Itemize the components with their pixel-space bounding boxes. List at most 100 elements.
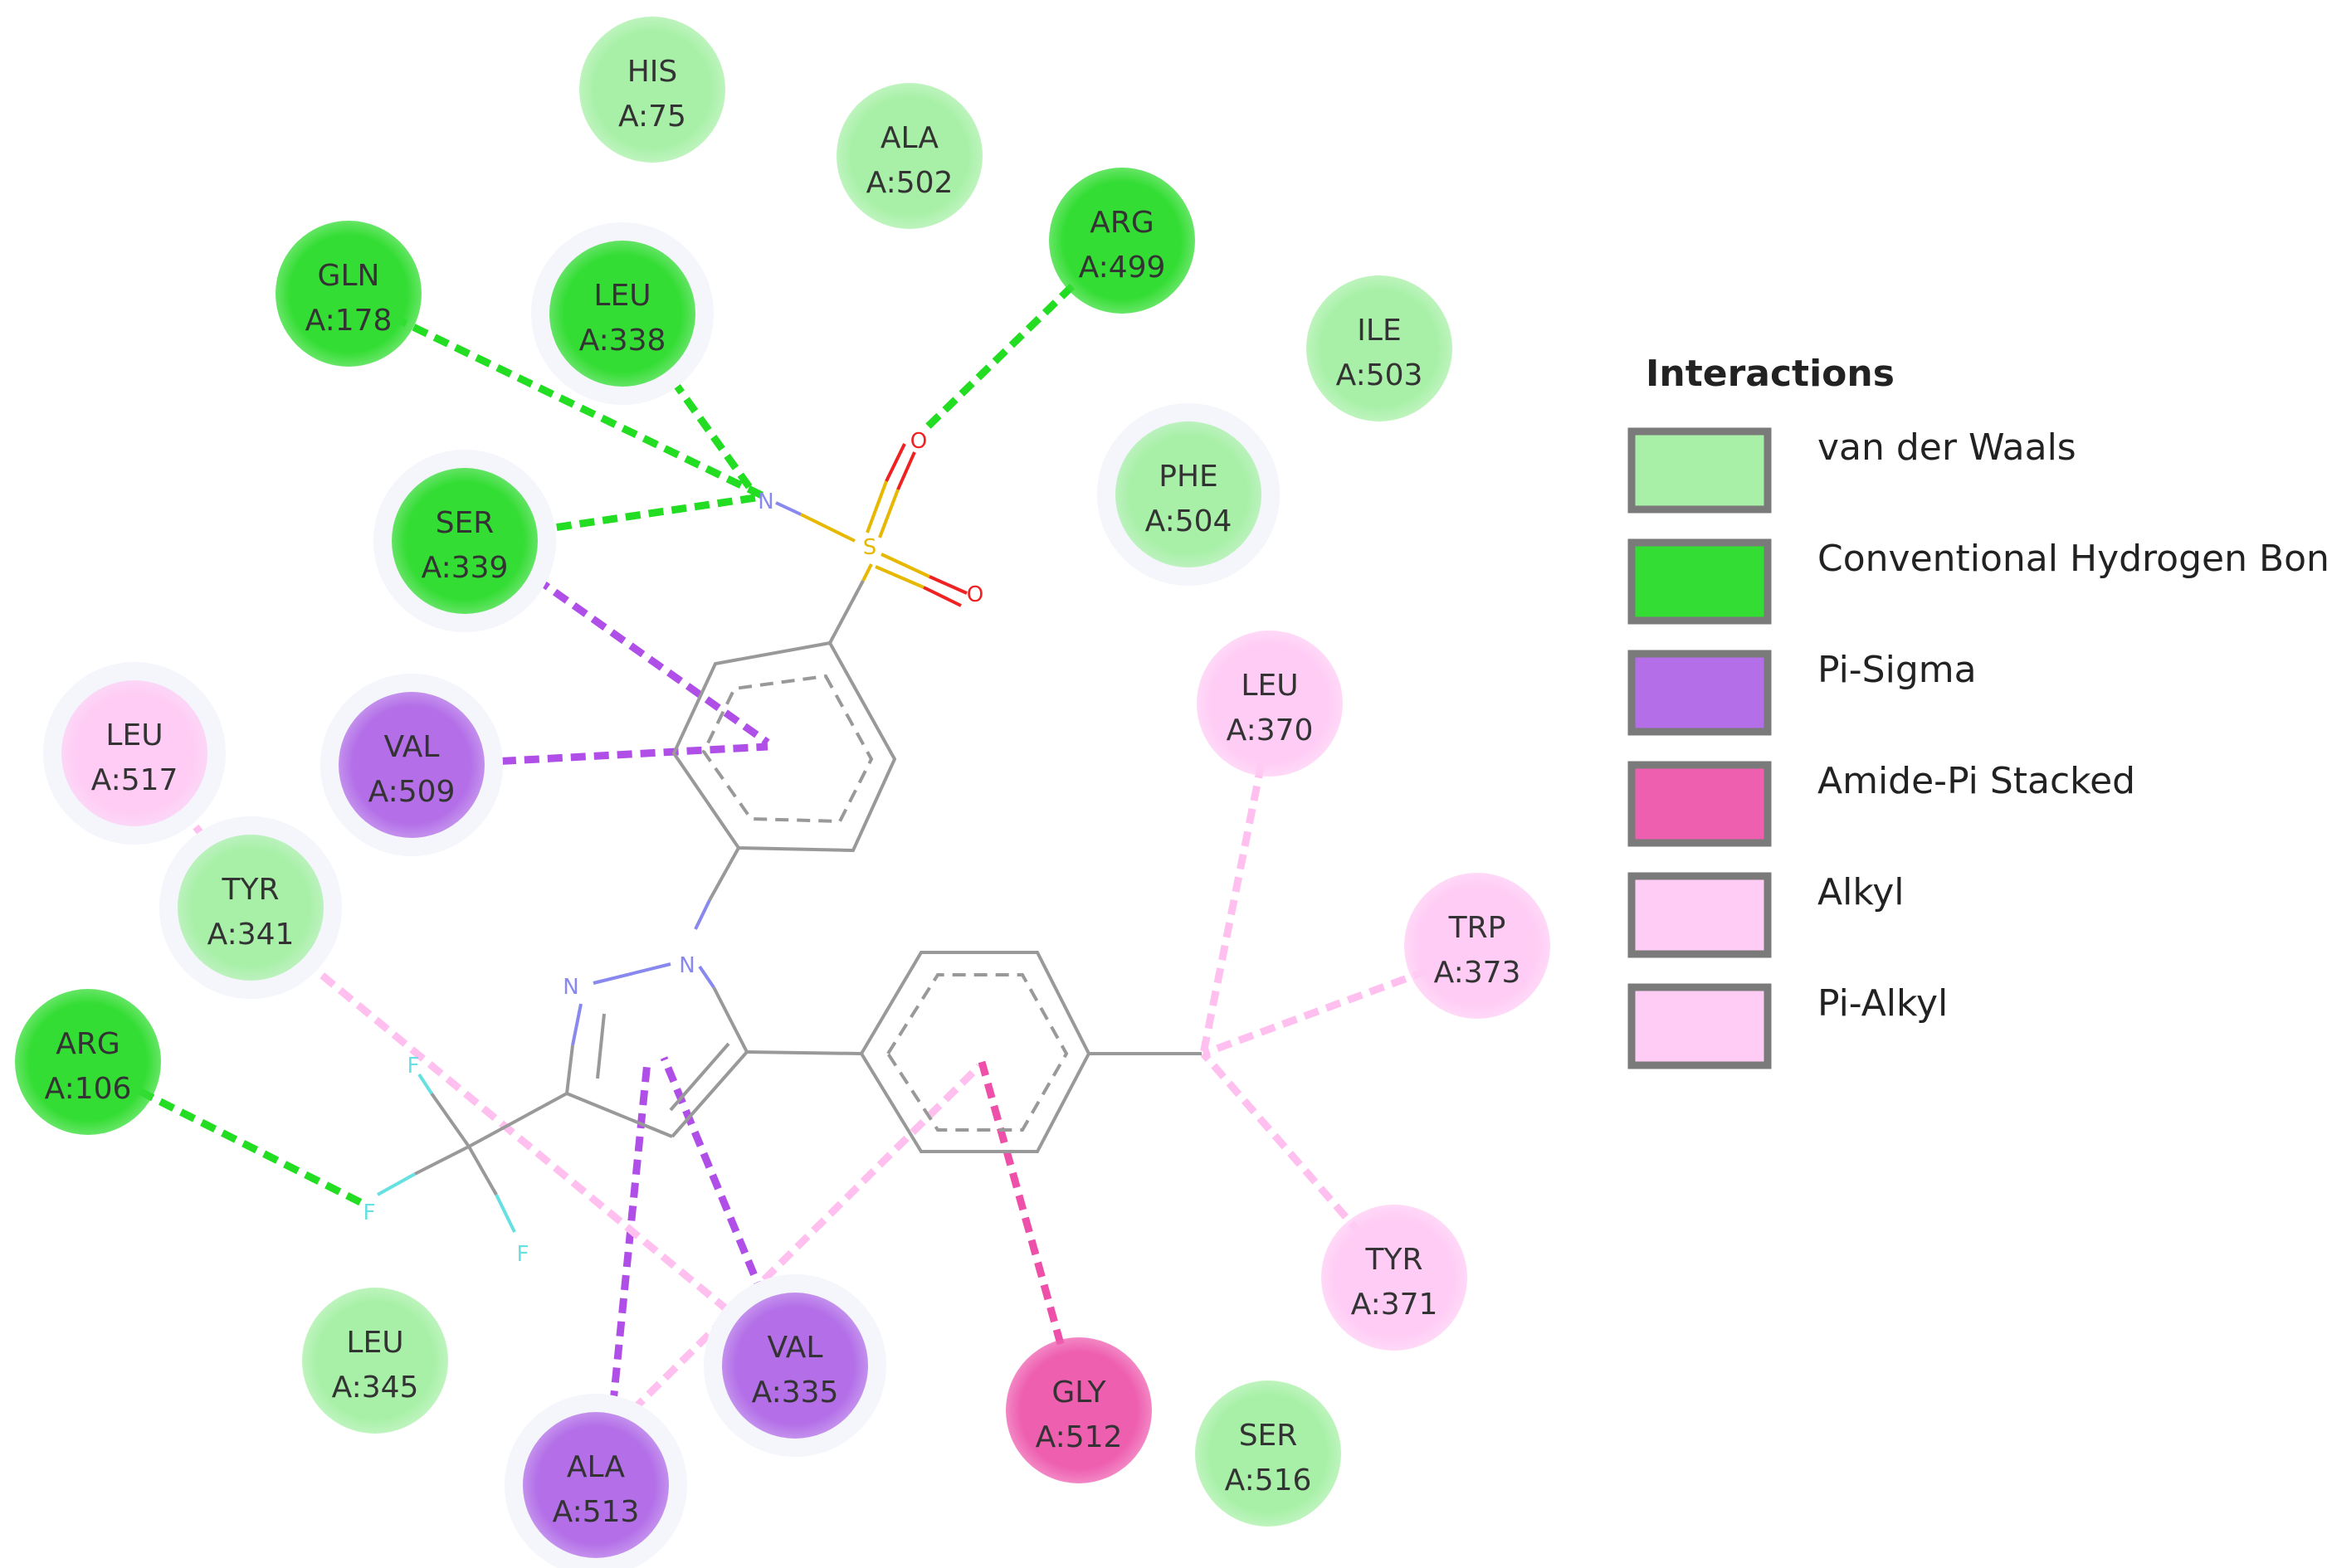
- residue-chain: A:513: [553, 1495, 640, 1529]
- residue-name: ALA: [567, 1450, 626, 1484]
- bond-s-o2-c: [875, 565, 924, 589]
- residue-chain: A:509: [368, 775, 456, 809]
- residue-val509: VAL A:509: [320, 674, 503, 856]
- atom-label-s: S: [863, 535, 877, 560]
- bond-pyrazole-ring: [746, 1050, 862, 1055]
- residue-chain: A:503: [1336, 358, 1423, 392]
- bond-s-o1-b: [885, 443, 906, 482]
- bond-c5-n1-blue: [698, 965, 715, 989]
- residue-chain: A:504: [1145, 504, 1232, 538]
- residue-leu370: LEU A:370: [1197, 631, 1343, 777]
- ligand-structure: [377, 443, 1202, 1233]
- legend-item-pi-sigma: Pi-Sigma: [1627, 649, 1977, 736]
- lower-benzene-aromatic: [885, 973, 1069, 1132]
- interaction-line-pisigma-val335: [660, 1056, 776, 1319]
- legend-label: Pi-Sigma: [1817, 649, 1977, 691]
- residue-disc: [1006, 1337, 1152, 1483]
- bond-n2-c3: [571, 1003, 583, 1046]
- interaction-line-hbond-gln178: [370, 303, 765, 500]
- legend-item-van-der-waals: van der Waals: [1627, 426, 2076, 514]
- bond-ring-n1: [708, 847, 740, 901]
- atom-label-o1: O: [910, 429, 927, 454]
- bond-n1-n2: [593, 962, 671, 985]
- interaction-line-alkyl-tyr341-val335: [284, 942, 741, 1322]
- legend-item-pi-alkyl: Pi-Alkyl: [1627, 982, 1948, 1069]
- bond-cf3-f2-cyan: [377, 1172, 416, 1196]
- atom-label-n-sulfonamide: N: [758, 489, 773, 514]
- residue-name: VAL: [383, 730, 439, 764]
- residue-his75: HIS A:75: [579, 17, 725, 163]
- atom-label-n1-pyrazole: N: [679, 953, 695, 978]
- bond-c3-cf3: [468, 1092, 568, 1148]
- residue-chain: A:106: [45, 1072, 132, 1106]
- residue-disc: [276, 221, 422, 367]
- residue-disc: [61, 680, 207, 826]
- legend-item-amide-pi-stacked: Amide-Pi Stacked: [1627, 760, 2135, 847]
- bond-s-o2-d: [923, 586, 962, 607]
- residue-chain: A:370: [1227, 713, 1314, 747]
- interaction-line-hbond-arg499: [920, 283, 1076, 435]
- residue-disc: [722, 1293, 868, 1439]
- legend-title: Interactions: [1646, 353, 1895, 395]
- interaction-line-alkyl-trp373: [1202, 967, 1429, 1058]
- legend-swatch: [1627, 650, 1772, 736]
- residue-name: LEU: [1241, 669, 1298, 703]
- residue-name: ILE: [1357, 314, 1401, 348]
- bond-s-n: [800, 513, 856, 543]
- bond-s-o1-d: [896, 451, 916, 490]
- residue-disc: [837, 83, 983, 229]
- interaction-line-pisigma-ala513: [604, 1061, 651, 1453]
- residue-chain: A:373: [1434, 956, 1521, 990]
- residue-disc: [549, 241, 695, 387]
- residue-disc: [178, 835, 324, 981]
- residue-name: TYR: [222, 873, 280, 907]
- residue-chain: A:371: [1351, 1288, 1438, 1322]
- residue-chain: A:335: [752, 1376, 839, 1410]
- residue-ala513: ALA A:513: [505, 1394, 687, 1568]
- residue-disc: [302, 1288, 448, 1434]
- residue-chain: A:516: [1225, 1463, 1312, 1497]
- upper-benzene-aromatic: [701, 674, 874, 824]
- residue-name: TRP: [1448, 911, 1506, 945]
- residue-name: LEU: [105, 718, 163, 752]
- residue-disc: [1306, 275, 1452, 421]
- atom-label-o2: O: [967, 582, 983, 607]
- residue-name: ALA: [881, 121, 939, 155]
- residue-disc: [1197, 631, 1343, 777]
- residue-disc: [1049, 168, 1195, 314]
- residue-chain: A:512: [1036, 1420, 1123, 1454]
- residue-disc: [1404, 873, 1550, 1019]
- bond-n2-c3-b: [565, 1045, 574, 1094]
- legend-label: van der Waals: [1817, 426, 2076, 469]
- atom-label-f1: F: [407, 1054, 420, 1079]
- legend-swatch: [1627, 427, 1772, 514]
- legend-swatch: [1627, 983, 1772, 1069]
- residue-disc: [523, 1412, 669, 1558]
- residue-chain: A:75: [618, 100, 686, 134]
- legend-label: Pi-Alkyl: [1817, 982, 1948, 1025]
- residue-disc: [392, 468, 538, 614]
- residue-chain: A:517: [91, 763, 178, 797]
- bond-c3-c4: [566, 1092, 673, 1138]
- residue-disc: [1195, 1381, 1341, 1527]
- lower-benzene-ring: [859, 951, 1091, 1153]
- legend-label: Conventional Hydrogen Bond: [1817, 538, 2327, 580]
- interaction-line-pialkyl-ala513: [612, 1063, 983, 1430]
- legend-swatch: [1627, 872, 1772, 958]
- residue-name: HIS: [627, 55, 678, 89]
- bond-s-o2-a: [881, 553, 930, 578]
- residue-name: LEU: [593, 279, 651, 313]
- legend-item-conventional-hydrogen-bond: Conventional Hydrogen Bond: [1627, 538, 2327, 625]
- bond-c4-c5: [671, 1050, 749, 1138]
- residue-name: SER: [436, 506, 495, 540]
